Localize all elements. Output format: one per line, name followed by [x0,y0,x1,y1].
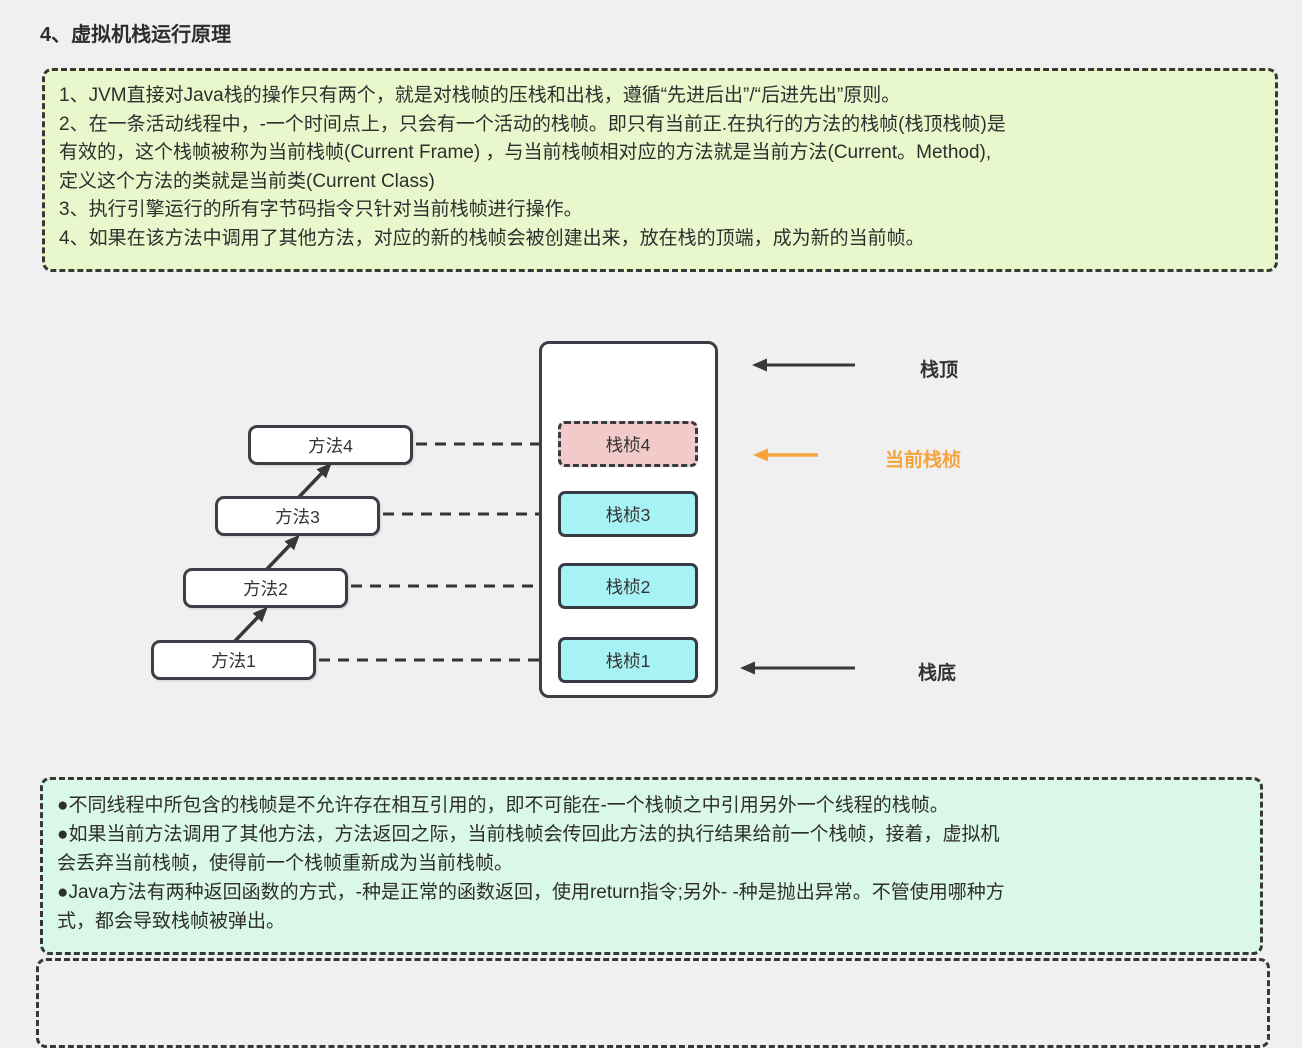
page: 4、虚拟机栈运行原理 1、JVM直接对Java栈的操作只有两个，就是对栈帧的压栈… [36,24,1278,1048]
method-box-1: 方法1 [151,640,316,680]
note-line: 定义这个方法的类就是当前类(Current Class) [59,170,435,192]
stack-frame-1: 栈桢1 [558,637,698,683]
note-line: ●如果当前方法调用了其他方法，方法返回之际，当前栈帧会传回此方法的执行结果给前一… [57,824,1000,845]
note-line: ●Java方法有两种返回函数的方式，-种是正常的函数返回，使用return指令;… [57,882,1005,903]
current-frame-label: 当前栈桢 [885,450,962,471]
stack-frame-3: 栈桢3 [558,491,698,537]
call-arrow-method3-to-method4 [297,462,332,499]
page-title: 4、虚拟机栈运行原理 [40,24,232,46]
stack-top-label: 栈顶 [920,360,959,381]
note-line: 式，都会导致栈帧被弹出。 [57,911,286,932]
note-line: 会丢弃当前栈帧，使得前一个栈帧重新成为当前栈帧。 [57,853,514,874]
method-box-4: 方法4 [248,425,413,465]
notes-box-next-partial [36,958,1270,1048]
note-line: 1、JVM直接对Java栈的操作只有两个，就是对栈帧的压栈和出栈，遵循“先进后出… [59,85,901,106]
stack-frame-4-current: 栈桢4 [558,421,698,467]
notes-box-frame-rules: ●不同线程中所包含的栈帧是不允许存在相互引用的，即不可能在-一个栈帧之中引用另外… [40,777,1263,955]
notes-box-stack-principles: 1、JVM直接对Java栈的操作只有两个，就是对栈帧的压栈和出栈，遵循“先进后出… [42,68,1278,272]
call-arrow-method2-to-method3 [265,534,300,571]
stack-frame-2: 栈桢2 [558,563,698,609]
stack-bottom-label: 栈底 [918,663,957,684]
note-line: 4、如果在该方法中调用了其他方法，对应的新的栈帧会被创建出来，放在栈的顶端，成为… [59,227,925,249]
method-box-2: 方法2 [183,568,348,608]
call-arrow-method1-to-method2 [233,606,268,643]
note-line: 3、执行引擎运行的所有字节码指令只针对当前栈帧进行操作。 [59,199,583,220]
note-line: ●不同线程中所包含的栈帧是不允许存在相互引用的，即不可能在-一个栈帧之中引用另外… [57,795,949,816]
note-line: 2、在一条活动线程中，-一个时间点上，只会有一个活动的栈帧。即只有当前正.在执行… [59,113,1006,135]
method-box-3: 方法3 [215,496,380,536]
stack-container: 栈桢4 栈桢3 栈桢2 栈桢1 [539,341,718,698]
note-line: 有效的，这个栈帧被称为当前栈帧(Current Frame) ，与当前栈帧相对应… [59,142,992,163]
